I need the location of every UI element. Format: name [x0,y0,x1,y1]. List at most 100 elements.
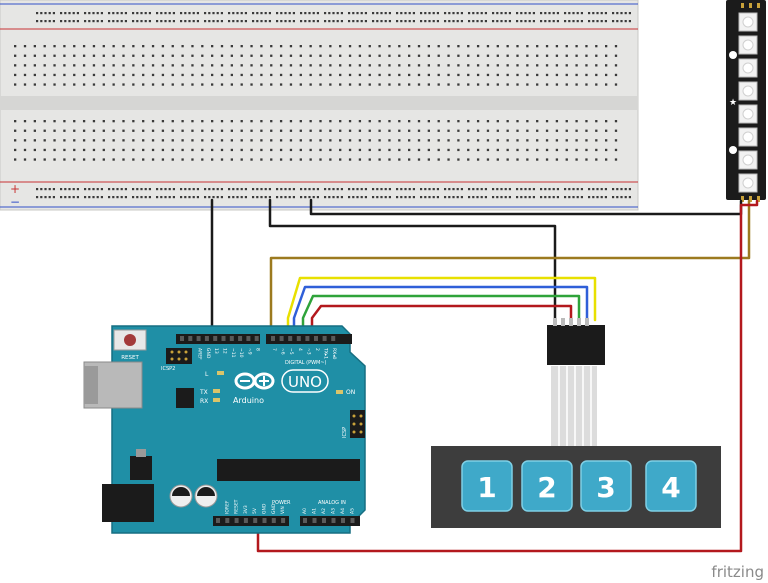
terminal-hole[interactable] [151,64,155,67]
rail-hole[interactable] [192,196,195,199]
terminal-hole[interactable] [476,73,480,77]
rail-hole[interactable] [316,196,319,199]
terminal-hole[interactable] [605,73,608,77]
rail-hole[interactable] [36,196,39,199]
terminal-hole[interactable] [33,73,36,77]
terminal-hole[interactable] [260,148,263,152]
rail-hole[interactable] [348,12,351,15]
rail-hole[interactable] [452,188,455,191]
rail-hole[interactable] [404,188,407,191]
rail-hole[interactable] [184,188,187,191]
rail-hole[interactable] [108,12,111,15]
terminal-hole[interactable] [73,64,76,67]
terminal-hole[interactable] [555,64,559,67]
terminal-hole[interactable] [14,54,17,57]
terminal-hole[interactable] [250,54,253,57]
terminal-hole[interactable] [201,148,204,152]
terminal-hole[interactable] [329,148,332,152]
rail-hole[interactable] [180,188,183,191]
rail-hole[interactable] [552,20,555,23]
rail-hole[interactable] [424,12,427,15]
terminal-hole[interactable] [575,83,578,86]
rail-hole[interactable] [360,20,363,23]
rail-hole[interactable] [156,188,159,191]
rail-hole[interactable] [520,20,523,23]
rail-hole[interactable] [144,12,147,15]
terminal-hole[interactable] [112,120,115,123]
rail-hole[interactable] [624,196,627,199]
terminal-hole[interactable] [467,120,470,123]
terminal-hole[interactable] [23,158,27,161]
terminal-hole[interactable] [378,83,381,86]
terminal-hole[interactable] [575,54,578,57]
terminal-hole[interactable] [378,45,381,48]
terminal-hole[interactable] [151,129,155,132]
terminal-hole[interactable] [329,54,332,57]
terminal-hole[interactable] [476,139,480,142]
rail-hole[interactable] [168,12,171,15]
terminal-hole[interactable] [53,45,56,48]
rail-hole[interactable] [100,196,103,199]
terminal-hole[interactable] [230,148,233,152]
terminal-hole[interactable] [526,120,529,123]
terminal-hole[interactable] [486,64,490,67]
rail-hole[interactable] [576,196,579,199]
rail-hole[interactable] [280,12,283,15]
terminal-hole[interactable] [388,158,391,161]
terminal-hole[interactable] [201,83,204,86]
terminal-hole[interactable] [53,158,56,161]
rail-hole[interactable] [40,20,43,23]
terminal-hole[interactable] [151,139,155,142]
terminal-hole[interactable] [319,45,322,48]
terminal-hole[interactable] [417,129,421,132]
rail-hole[interactable] [396,196,399,199]
terminal-hole[interactable] [53,54,56,57]
rail-hole[interactable] [88,12,91,15]
rail-hole[interactable] [472,188,475,191]
rail-hole[interactable] [592,20,595,23]
rail-hole[interactable] [108,196,111,199]
terminal-hole[interactable] [151,83,155,86]
terminal-hole[interactable] [132,139,135,142]
terminal-hole[interactable] [112,139,115,142]
rail-hole[interactable] [268,12,271,15]
terminal-hole[interactable] [33,45,36,48]
rail-hole[interactable] [276,196,279,199]
rail-hole[interactable] [376,188,379,191]
terminal-hole[interactable] [112,83,115,86]
terminal-hole[interactable] [555,129,559,132]
terminal-hole[interactable] [63,83,66,86]
terminal-hole[interactable] [358,139,362,142]
terminal-hole[interactable] [289,158,293,161]
rail-hole[interactable] [48,20,51,23]
terminal-hole[interactable] [536,158,539,161]
rail-hole[interactable] [580,196,583,199]
terminal-hole[interactable] [82,73,86,77]
rail-hole[interactable] [208,12,211,15]
terminal-hole[interactable] [82,64,86,67]
terminal-hole[interactable] [250,158,253,161]
rail-hole[interactable] [360,188,363,191]
terminal-hole[interactable] [595,54,598,57]
rail-hole[interactable] [492,12,495,15]
terminal-hole[interactable] [388,73,391,77]
terminal-hole[interactable] [447,64,450,67]
rail-hole[interactable] [592,196,595,199]
rail-hole[interactable] [388,12,391,15]
rail-hole[interactable] [76,196,79,199]
terminal-hole[interactable] [555,54,559,57]
rail-hole[interactable] [300,20,303,23]
terminal-hole[interactable] [427,158,430,161]
terminal-hole[interactable] [368,73,371,77]
terminal-hole[interactable] [545,139,549,142]
terminal-hole[interactable] [358,129,362,132]
rail-hole[interactable] [524,188,527,191]
rail-hole[interactable] [468,20,471,23]
rail-hole[interactable] [44,188,47,191]
terminal-hole[interactable] [201,158,204,161]
rail-hole[interactable] [624,188,627,191]
rail-hole[interactable] [388,196,391,199]
terminal-hole[interactable] [309,73,312,77]
rail-hole[interactable] [384,188,387,191]
rail-hole[interactable] [132,188,135,191]
